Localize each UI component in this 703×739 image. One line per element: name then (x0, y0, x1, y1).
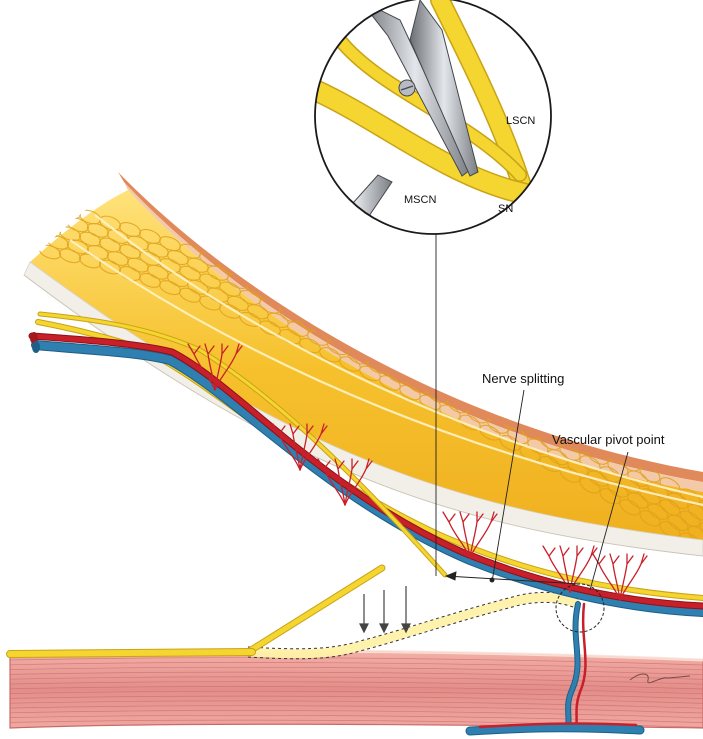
muscle-layer (10, 651, 703, 728)
label-vascular-pivot-point: Vascular pivot point (552, 432, 665, 447)
label-sn: SN (498, 203, 513, 215)
label-lscn: LSCN (506, 115, 535, 127)
downward-arrows (360, 586, 410, 632)
nerve-to-muscle (10, 568, 382, 654)
split-nerve-course (248, 592, 578, 658)
label-mscn: MSCN (404, 194, 436, 206)
label-nerve-splitting: Nerve splitting (482, 371, 564, 386)
